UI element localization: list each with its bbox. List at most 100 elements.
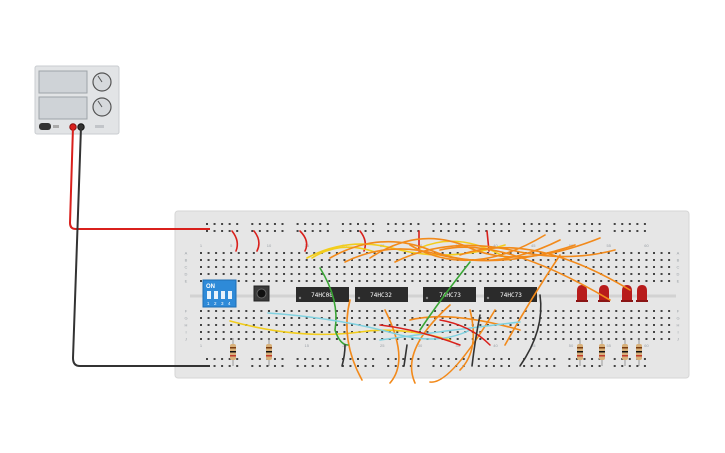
breadboard-hole[interactable] bbox=[206, 223, 208, 225]
dip-switch-toggle-4[interactable] bbox=[228, 291, 232, 299]
breadboard-hole[interactable] bbox=[320, 259, 323, 261]
breadboard-hole[interactable] bbox=[449, 252, 452, 254]
breadboard-hole[interactable] bbox=[411, 280, 414, 282]
breadboard-hole[interactable] bbox=[207, 338, 210, 340]
breadboard-hole[interactable] bbox=[358, 280, 361, 282]
breadboard-hole[interactable] bbox=[326, 230, 329, 232]
breadboard-hole[interactable] bbox=[381, 273, 384, 275]
breadboard-hole[interactable] bbox=[228, 223, 231, 225]
breadboard-hole[interactable] bbox=[477, 365, 480, 367]
breadboard-hole[interactable] bbox=[508, 358, 510, 360]
breadboard-hole[interactable] bbox=[643, 230, 646, 232]
breadboard-hole[interactable] bbox=[554, 252, 557, 254]
breadboard-hole[interactable] bbox=[637, 317, 640, 319]
wire-red[interactable] bbox=[439, 319, 491, 346]
breadboard-hole[interactable] bbox=[668, 324, 671, 326]
breadboard-hole[interactable] bbox=[267, 252, 270, 254]
breadboard-hole[interactable] bbox=[298, 273, 301, 275]
breadboard-hole[interactable] bbox=[547, 266, 550, 268]
breadboard-hole[interactable] bbox=[357, 358, 359, 360]
breadboard-hole[interactable] bbox=[221, 223, 224, 225]
breadboard-hole[interactable] bbox=[456, 273, 459, 275]
breadboard-hole[interactable] bbox=[607, 310, 610, 312]
wire-black[interactable] bbox=[471, 314, 481, 367]
breadboard-hole[interactable] bbox=[351, 266, 353, 268]
breadboard-hole[interactable] bbox=[532, 338, 535, 340]
breadboard-hole[interactable] bbox=[500, 358, 503, 360]
breadboard-hole[interactable] bbox=[396, 317, 399, 319]
breadboard-hole[interactable] bbox=[426, 324, 429, 326]
breadboard-hole[interactable] bbox=[366, 338, 369, 340]
breadboard-hole[interactable] bbox=[296, 365, 299, 367]
breadboard-hole[interactable] bbox=[592, 317, 595, 319]
breadboard-hole[interactable] bbox=[343, 338, 346, 340]
breadboard-hole[interactable] bbox=[547, 317, 550, 319]
breadboard-hole[interactable] bbox=[485, 358, 488, 360]
breadboard-hole[interactable] bbox=[441, 252, 444, 254]
breadboard-hole[interactable] bbox=[494, 273, 497, 275]
breadboard-hole[interactable] bbox=[275, 259, 278, 261]
breadboard-hole[interactable] bbox=[366, 273, 369, 275]
breadboard-hole[interactable] bbox=[207, 331, 210, 333]
breadboard-hole[interactable] bbox=[613, 365, 616, 367]
breadboard-hole[interactable] bbox=[494, 317, 497, 319]
breadboard-hole[interactable] bbox=[532, 317, 535, 319]
breadboard-hole[interactable] bbox=[622, 259, 625, 261]
breadboard-hole[interactable] bbox=[311, 358, 314, 360]
breadboard-hole[interactable] bbox=[388, 317, 391, 319]
breadboard-hole[interactable] bbox=[349, 230, 352, 232]
breadboard-hole[interactable] bbox=[622, 273, 625, 275]
breadboard-hole[interactable] bbox=[200, 338, 202, 340]
breadboard-hole[interactable] bbox=[213, 223, 216, 225]
breadboard-hole[interactable] bbox=[509, 310, 512, 312]
breadboard-hole[interactable] bbox=[267, 266, 270, 268]
breadboard-hole[interactable] bbox=[396, 331, 399, 333]
breadboard-hole[interactable] bbox=[426, 266, 429, 268]
breadboard-hole[interactable] bbox=[403, 338, 406, 340]
breadboard-hole[interactable] bbox=[456, 310, 459, 312]
breadboard-hole[interactable] bbox=[252, 338, 255, 340]
breadboard-hole[interactable] bbox=[245, 338, 248, 340]
breadboard-hole[interactable] bbox=[320, 280, 323, 282]
breadboard-hole[interactable] bbox=[628, 358, 631, 360]
breadboard-hole[interactable] bbox=[381, 310, 384, 312]
breadboard-hole[interactable] bbox=[388, 273, 391, 275]
breadboard-hole[interactable] bbox=[434, 324, 437, 326]
breadboard-hole[interactable] bbox=[298, 310, 301, 312]
pushbutton-cap[interactable] bbox=[256, 288, 267, 299]
breadboard-hole[interactable] bbox=[615, 338, 618, 340]
breadboard-hole[interactable] bbox=[464, 310, 467, 312]
wire-orange[interactable] bbox=[346, 299, 363, 381]
breadboard-hole[interactable] bbox=[319, 358, 322, 360]
breadboard-hole[interactable] bbox=[532, 324, 535, 326]
breadboard-hole[interactable] bbox=[326, 223, 329, 225]
breadboard-hole[interactable] bbox=[660, 259, 663, 261]
breadboard-hole[interactable] bbox=[643, 223, 646, 225]
breadboard-hole[interactable] bbox=[607, 273, 610, 275]
breadboard-hole[interactable] bbox=[283, 273, 286, 275]
breadboard-hole[interactable] bbox=[607, 280, 610, 282]
breadboard-hole[interactable] bbox=[245, 252, 248, 254]
breadboard-hole[interactable] bbox=[252, 331, 255, 333]
breadboard-hole[interactable] bbox=[364, 230, 367, 232]
breadboard-hole[interactable] bbox=[464, 280, 467, 282]
breadboard-hole[interactable] bbox=[200, 324, 202, 326]
breadboard-hole[interactable] bbox=[351, 252, 353, 254]
breadboard-hole[interactable] bbox=[215, 266, 218, 268]
breadboard-hole[interactable] bbox=[275, 331, 278, 333]
breadboard-hole[interactable] bbox=[200, 317, 202, 319]
breadboard-hole[interactable] bbox=[283, 259, 286, 261]
breadboard-hole[interactable] bbox=[366, 259, 369, 261]
chip-2[interactable]: 74HC32 bbox=[355, 287, 408, 302]
breadboard-hole[interactable] bbox=[479, 338, 482, 340]
breadboard-hole[interactable] bbox=[583, 230, 586, 232]
breadboard-hole[interactable] bbox=[357, 223, 359, 225]
breadboard-hole[interactable] bbox=[591, 358, 594, 360]
breadboard-hole[interactable] bbox=[236, 365, 239, 367]
breadboard-hole[interactable] bbox=[621, 223, 624, 225]
wire-red[interactable] bbox=[231, 230, 239, 252]
breadboard-hole[interactable] bbox=[479, 310, 482, 312]
breadboard-hole[interactable] bbox=[305, 259, 308, 261]
breadboard-hole[interactable] bbox=[283, 310, 286, 312]
breadboard-hole[interactable] bbox=[500, 230, 503, 232]
